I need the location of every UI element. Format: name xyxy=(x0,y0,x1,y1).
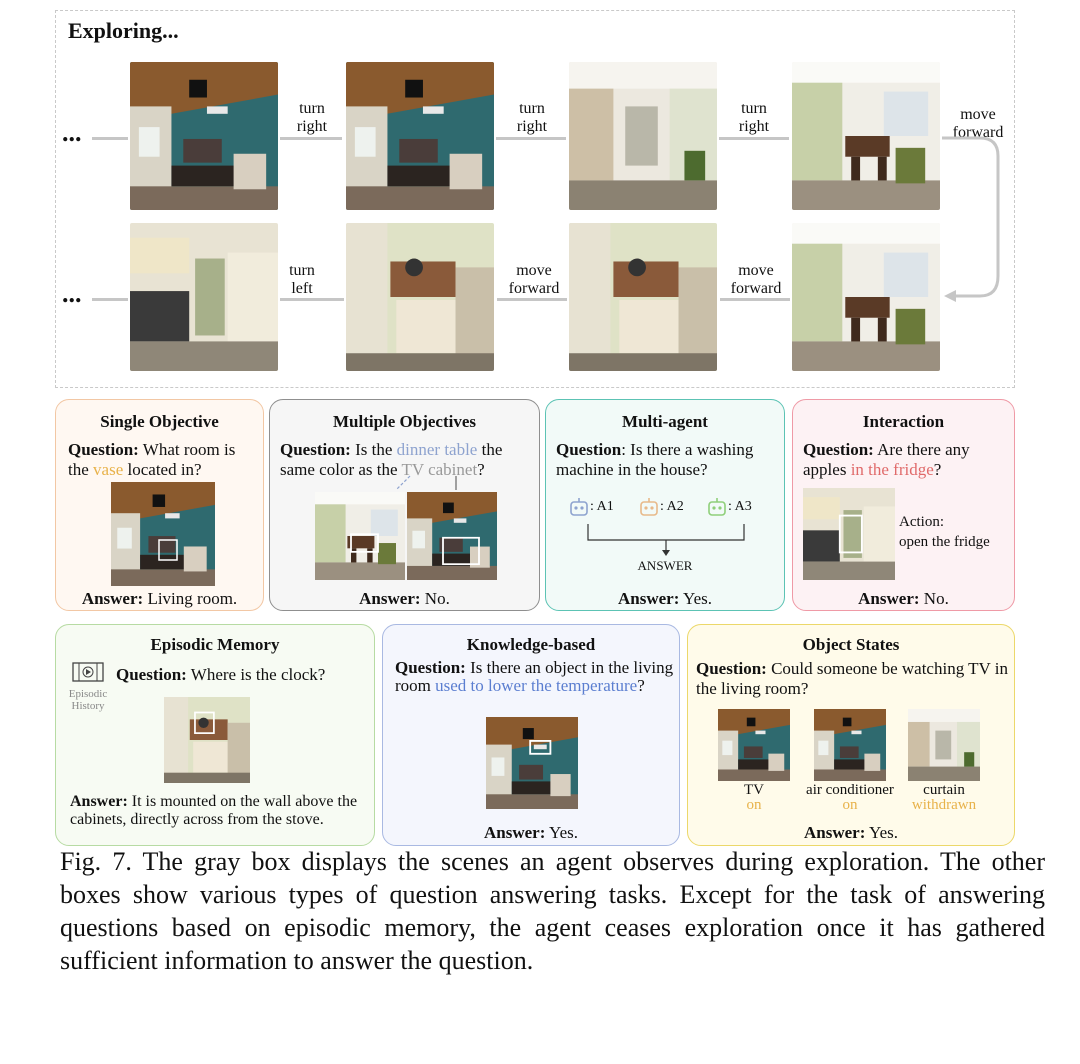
card-episodic-memory: Episodic Memory Episodic History Questio… xyxy=(55,624,375,846)
question: Question: Is there a washing machine in … xyxy=(556,440,754,479)
robot-icon xyxy=(570,498,588,516)
arrow xyxy=(92,137,128,140)
frame-2 xyxy=(346,62,494,210)
film-icon xyxy=(72,662,104,682)
frame-5 xyxy=(792,223,940,371)
arrow xyxy=(280,137,342,140)
answer: Answer: No. xyxy=(858,589,949,608)
exploration-title: Exploring... xyxy=(68,18,179,43)
arrow xyxy=(719,137,789,140)
agent-a2: : A2 xyxy=(638,496,684,518)
sequence-start-dots: ... xyxy=(62,118,82,147)
question: Question: Is the dinner table the same c… xyxy=(280,440,503,479)
robot-icon xyxy=(708,498,726,516)
wrap-arrow xyxy=(942,136,1000,302)
exploration-panel xyxy=(55,10,1015,388)
question: Question: Where is the clock? xyxy=(116,665,326,684)
answer: Answer: Living room. xyxy=(81,589,238,608)
robot-icon xyxy=(640,498,658,516)
arrow xyxy=(720,298,790,301)
frame-1 xyxy=(130,62,278,210)
frame-6 xyxy=(569,223,717,371)
merge-bracket xyxy=(587,524,745,556)
card-title: Interaction xyxy=(862,412,945,431)
frame-7 xyxy=(346,223,494,371)
answer: Answer: It is mounted on the wall above … xyxy=(70,793,358,828)
agent-a3: : A3 xyxy=(706,496,752,518)
sequence-end-dots: ... xyxy=(62,279,82,308)
scene-image-ac xyxy=(814,709,886,781)
scene-image-tv xyxy=(718,709,790,781)
card-title: Episodic Memory xyxy=(150,635,280,654)
question: Question: Are there any apples in the fr… xyxy=(803,440,970,479)
card-title: Knowledge-based xyxy=(466,635,596,654)
arrow xyxy=(497,298,567,301)
scene-image-ac xyxy=(486,717,578,809)
card-object-states: Object States Question: Could someone be… xyxy=(687,624,1015,846)
question: Question: Could someone be watching TV i… xyxy=(696,659,1008,698)
answer: Answer: Yes. xyxy=(804,823,898,842)
arrow xyxy=(92,298,128,301)
answer-node: ANSWER xyxy=(637,558,693,573)
card-title: Multi-agent xyxy=(622,412,708,431)
question: Question: Is there an object in the livi… xyxy=(395,658,674,695)
card-multiple-objectives: Multiple Objectives Question: Is the din… xyxy=(269,399,540,611)
pointer-arrows xyxy=(395,475,457,491)
answer: Answer: No. xyxy=(359,589,450,608)
frame-3 xyxy=(569,62,717,210)
scene-image-tv xyxy=(407,492,497,580)
card-title: Object States xyxy=(802,635,900,654)
card-title: Single Objective xyxy=(100,412,219,431)
arrow xyxy=(496,137,566,140)
episodic-history: Episodic History xyxy=(66,661,110,712)
scene-image-kitchen xyxy=(803,488,895,580)
frame-4 xyxy=(792,62,940,210)
frame-8 xyxy=(130,223,278,371)
question: Question: What room is the vase located … xyxy=(68,440,236,479)
card-knowledge-based: Knowledge-based Question: Is there an ob… xyxy=(382,624,680,846)
action-text: Action:open the fridge xyxy=(899,514,990,550)
scene-image xyxy=(111,482,215,586)
scene-image-clock xyxy=(164,697,250,783)
agent-a1: : A1 xyxy=(568,496,614,518)
card-single-objective: Single Objective Question: What room is … xyxy=(55,399,264,611)
arrow xyxy=(280,298,344,301)
card-title: Multiple Objectives xyxy=(332,412,477,431)
scene-image-curtain xyxy=(908,709,980,781)
answer: Answer: Yes. xyxy=(618,589,712,608)
answer: Answer: Yes. xyxy=(484,823,578,842)
card-interaction: Interaction Question: Are there any appl… xyxy=(792,399,1015,611)
card-multi-agent: Multi-agent Question: Is there a washing… xyxy=(545,399,785,611)
scene-image-dining xyxy=(315,492,405,580)
figure-caption: Fig. 7. The gray box displays the scenes… xyxy=(60,847,1045,975)
